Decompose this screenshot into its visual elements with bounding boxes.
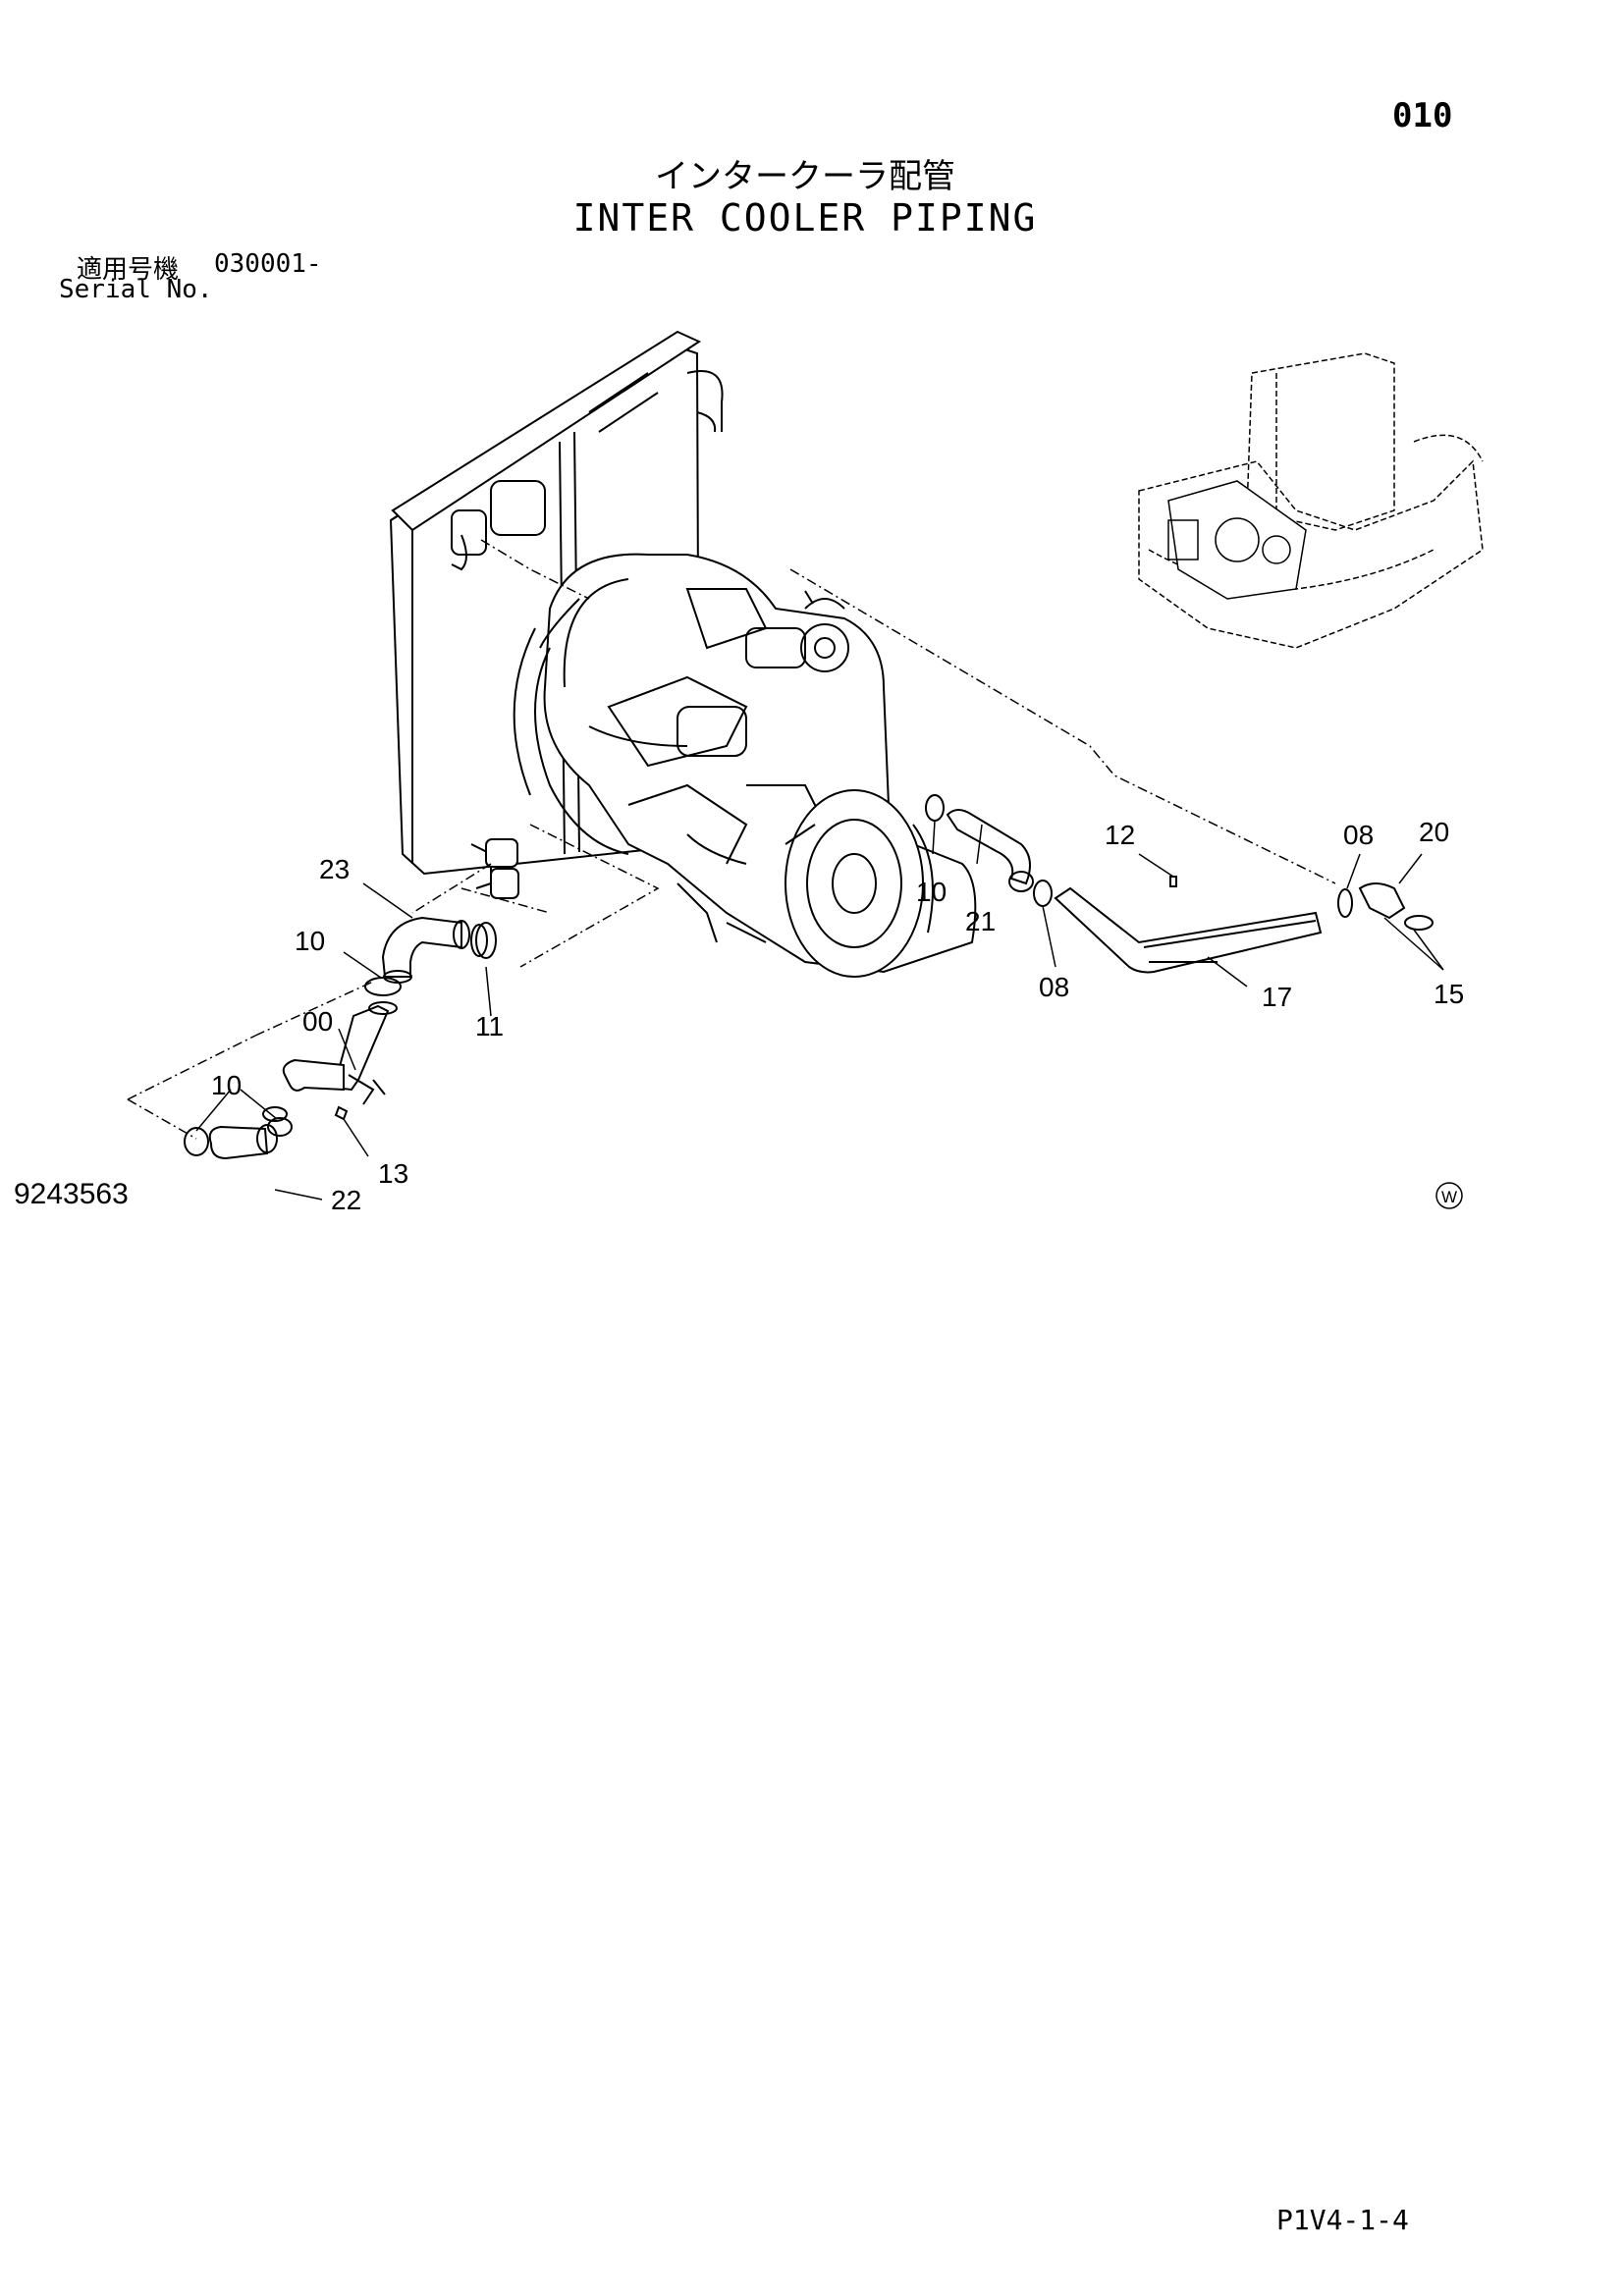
pipe-00 [282, 1001, 398, 1105]
hose-22 [208, 1106, 288, 1160]
clamp-11 [475, 922, 497, 959]
callout-10-c: 10 [916, 877, 947, 907]
serial-label-jp: 適用号機 [77, 255, 180, 285]
callout-11: 11 [475, 1011, 504, 1041]
clamp-15 [1404, 915, 1434, 931]
clamp-08-right [1337, 888, 1353, 918]
callout-17: 17 [1262, 982, 1292, 1012]
clamp-10-lower-left [184, 1127, 209, 1156]
clamp-08-left [1033, 880, 1053, 907]
bolt-12 [1169, 876, 1177, 887]
clamp-10-lower-right [267, 1117, 293, 1137]
callout-22: 22 [331, 1185, 361, 1215]
hose-20 [1358, 882, 1406, 920]
callout-21: 21 [965, 906, 996, 936]
bolt-13 [334, 1105, 349, 1121]
callouts: 23 10 11 00 10 13 22 10 21 08 12 17 08 2… [211, 817, 1464, 1215]
title-english: INTER COOLER PIPING [572, 196, 1038, 240]
watermark-w-icon: W [1435, 1182, 1463, 1209]
callout-10-a: 10 [295, 926, 325, 956]
engine-assembly [513, 553, 977, 978]
callout-23: 23 [319, 854, 350, 884]
page-code: P1V4-1-4 [1276, 2204, 1409, 2236]
serial-label-en: Serial No. [59, 275, 213, 304]
clamp-10-right [925, 794, 945, 822]
callout-20: 20 [1419, 817, 1449, 847]
callout-00: 00 [302, 1006, 333, 1037]
svg-text:W: W [1441, 1188, 1457, 1206]
callout-08-b: 08 [1343, 820, 1374, 850]
serial-value: 030001- [214, 249, 322, 279]
page-number: 010 [1392, 96, 1453, 135]
hose-21 [946, 809, 1034, 892]
hose-23 [381, 916, 488, 984]
leader-lines [195, 820, 1444, 1201]
guide-lines [127, 539, 1336, 1140]
callout-13: 13 [378, 1158, 408, 1189]
callout-12: 12 [1105, 820, 1135, 850]
pipe-17 [1054, 886, 1323, 974]
drawing-number: 9243563 [14, 1178, 129, 1210]
title-japanese: インタークーラ配管 [655, 157, 955, 196]
callout-08-a: 08 [1039, 972, 1069, 1002]
inset-engine [1167, 480, 1307, 600]
clamp-10-upper [364, 977, 402, 996]
callout-15: 15 [1434, 979, 1464, 1009]
callout-10-b: 10 [211, 1070, 242, 1100]
